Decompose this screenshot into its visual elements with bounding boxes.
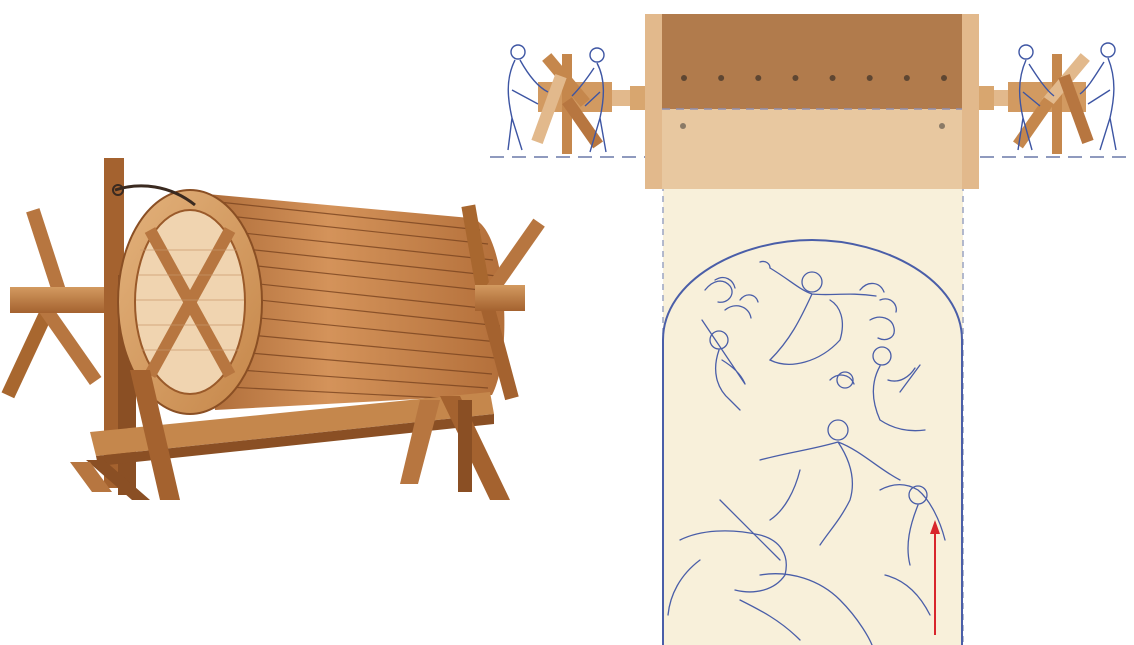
drum-end-left: [645, 14, 662, 189]
drum-unrolled: [662, 109, 962, 189]
drum-hole: [681, 75, 687, 81]
drum-hole: [792, 75, 798, 81]
perspective-winch: [2, 158, 545, 500]
drum-hole: [941, 75, 947, 81]
canvas-scroll: [663, 185, 963, 645]
drum-hole: [867, 75, 873, 81]
top-view-winch: [490, 14, 1134, 645]
drum-hole: [755, 75, 761, 81]
drum-top: [662, 14, 962, 109]
drum-hole: [718, 75, 724, 81]
drum-hole: [830, 75, 836, 81]
drum-hole: [904, 75, 910, 81]
drum-end-right: [962, 14, 979, 189]
